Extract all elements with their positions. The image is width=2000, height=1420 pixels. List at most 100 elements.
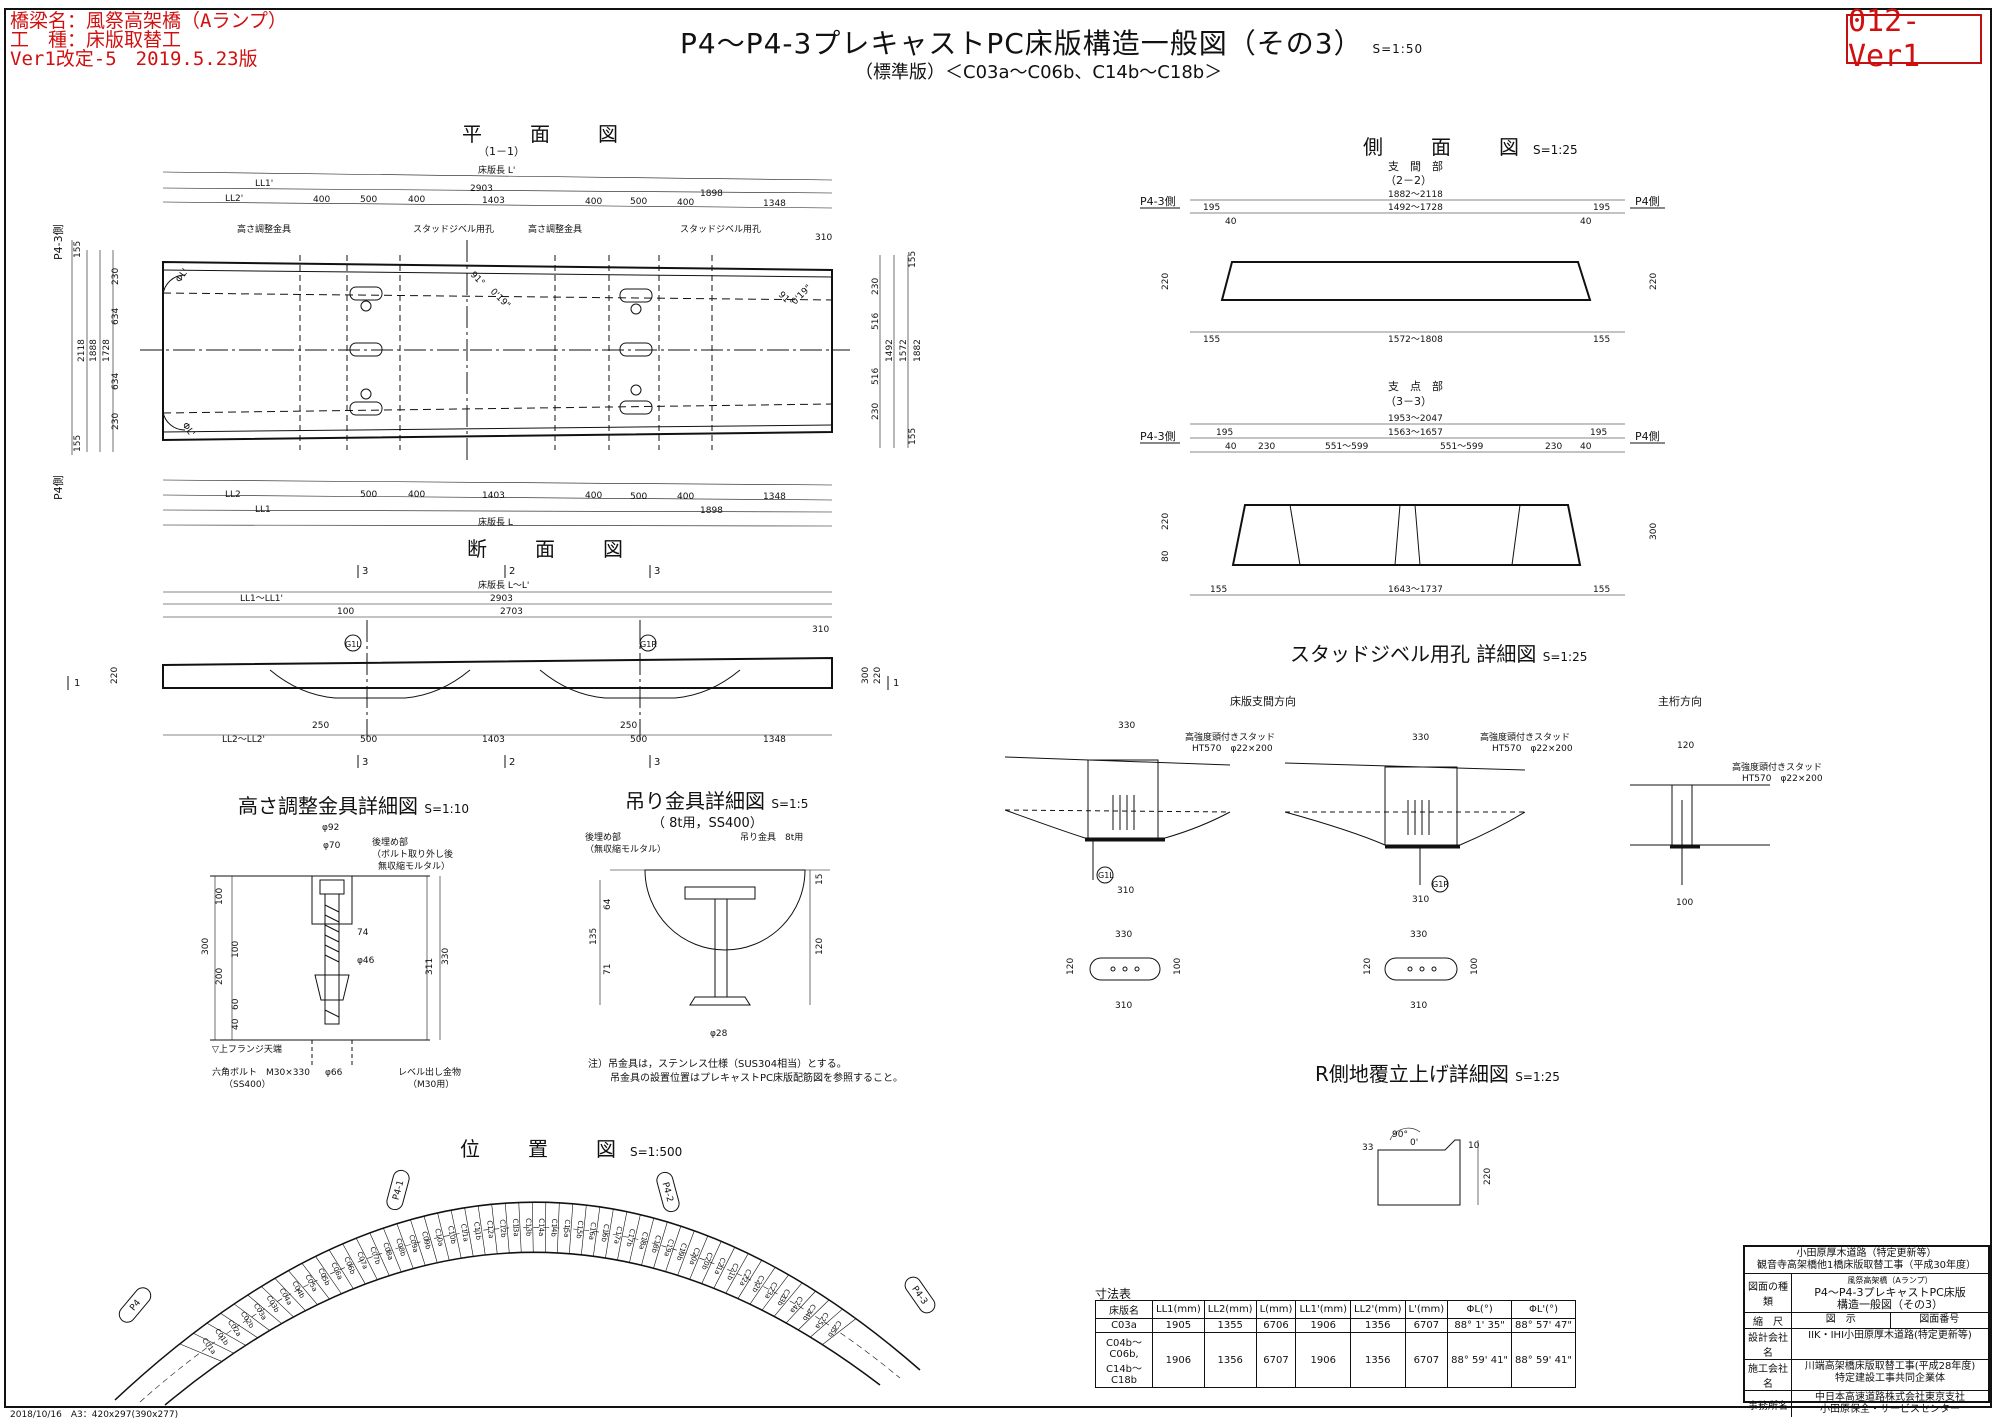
panel-divider — [822, 1318, 857, 1345]
cross-mark-top-left: 3 — [362, 566, 368, 577]
panel-divider — [247, 1294, 282, 1324]
bearing-section: （3－3） — [1385, 395, 1432, 408]
dim-table-header-row: 床版名 LL1(mm) LL2(mm) L(mm) LL1'(mm) LL2'(… — [1095, 1300, 1576, 1319]
bearing-dim-40a: 40 — [1225, 442, 1237, 452]
stud-detail-elev-2 — [1284, 762, 1526, 893]
plan-dim-400d: 400 — [677, 198, 694, 208]
panel-label: C24a — [788, 1295, 804, 1315]
stud-dot — [1122, 966, 1128, 972]
panel-divider — [810, 1308, 843, 1338]
plan-label-stud-2: スタッドジベル用孔 — [680, 224, 761, 235]
dim-cell: 1906 — [1295, 1332, 1351, 1388]
ramp-inner-edge — [164, 1251, 881, 1406]
dim-table-title: 寸法表 — [1095, 1287, 1132, 1301]
support-dim-195b: 195 — [1593, 203, 1610, 213]
plan-dim-right-230b: 230 — [871, 403, 881, 420]
r-detail-title: R側地覆立上げ詳細図 S=1:25 — [1315, 1058, 1560, 1087]
dim-cell: 1356 — [1203, 1332, 1257, 1388]
cross-height-right-a: 220 — [873, 667, 883, 684]
adj-dim-330: 330 — [441, 948, 451, 965]
dim-table-row: C03a 1905 1355 6706 1906 1356 6707 88° 1… — [1095, 1318, 1576, 1333]
plan-dim-ll1-top: LL1' — [255, 179, 273, 189]
bearing-dim-80: 80 — [1161, 550, 1171, 562]
title-block-project: 小田原厚木道路（特定更新等） 観音寺高架橋他1橋床版取替工事（平成30年度） — [1745, 1247, 1988, 1274]
office-line-1: 中日本高速道路株式会社東京支社 — [1815, 1392, 1965, 1403]
stud-detail-title: スタッドジベル用孔 詳細図 S=1:25 — [1290, 638, 1587, 667]
dim-cell: 1905 — [1152, 1318, 1205, 1333]
lift-detail-spec: （ 8t用，SS400） — [652, 816, 763, 831]
r-dim-angle: 90° — [1392, 1130, 1408, 1140]
adj-fill-zone — [311, 875, 353, 925]
r-detail-labels: 90° 0' 33 10 220 — [1362, 1130, 1493, 1185]
dim-table-header: LL1(mm) — [1152, 1300, 1205, 1319]
lift-fitting-drawing — [599, 869, 830, 1006]
drawing-frame — [4, 8, 1992, 1408]
bearing-left-side: P4-3側 — [1140, 430, 1176, 443]
panel-divider — [504, 1203, 510, 1254]
plan-view — [71, 171, 909, 527]
dim-table-header: LL1'(mm) — [1295, 1300, 1351, 1319]
plan-label-adjuster-2: 高さ調整金具 — [528, 223, 582, 235]
bearing-section-shape — [1231, 504, 1582, 566]
plan-dim-left-155a: 155 — [73, 241, 83, 258]
panel-divider — [531, 1202, 534, 1253]
office-label: 事務所名 — [1745, 1391, 1792, 1417]
adj-thread — [324, 944, 340, 953]
stud-hole-plan — [1089, 957, 1161, 981]
support-dim-bottom: 1572～1808 — [1388, 335, 1443, 345]
panel-divider — [328, 1249, 354, 1289]
stud-detail-labels: 330 310 330 310 120 100 高強度頭付きスタッド HT570… — [1066, 721, 1823, 1011]
dim-cell: 1356 — [1350, 1318, 1406, 1333]
stud-hole — [349, 401, 383, 416]
panel-label: C18a — [637, 1231, 649, 1250]
stud-g1l-label: G1L — [1098, 871, 1114, 880]
plan-dim-left-1888: 1888 — [89, 339, 99, 362]
pier-tag-shape — [904, 1276, 936, 1314]
panel-label: C12b — [498, 1219, 507, 1238]
cross-side-mark-left: 1 — [74, 678, 80, 689]
plan-dim-400g: 400 — [677, 492, 694, 502]
stud-plan-310a: 310 — [1115, 1001, 1132, 1011]
plan-dim-500c: 500 — [360, 490, 377, 500]
stud-spec-3: HT570 φ22×200 — [1742, 774, 1823, 784]
adj-dim-100b: 100 — [231, 941, 241, 958]
panel-label: C05b — [316, 1267, 331, 1287]
panel-label: C07b — [368, 1246, 382, 1266]
panel-divider — [641, 1217, 655, 1266]
title-block-office: 事務所名 中日本高速道路株式会社東京支社 小田原保全・サービスセンター — [1745, 1391, 1988, 1417]
adj-dim-74: 74 — [357, 928, 369, 938]
plan-dim-ll2-top: LL2' — [225, 194, 243, 204]
plan-dim-right-155a: 155 — [908, 251, 918, 268]
kind-line-3: 構造一般図（その3） — [1837, 1298, 1943, 1311]
cross-mark-bottom-left: 3 — [362, 757, 368, 768]
scale-value: 図 示 — [1792, 1313, 1891, 1328]
stud-dot — [1110, 966, 1116, 972]
dim-table-header: L(mm) — [1255, 1300, 1297, 1319]
plan-dim-left-634a: 634 — [111, 308, 121, 325]
plan-dim-line — [162, 509, 833, 513]
drawing-title-text: P4～P4-3プレキャストPC床版構造一般図（その3） — [680, 27, 1363, 60]
bearing-dim-155b: 155 — [1593, 585, 1610, 595]
panel-divider — [761, 1274, 789, 1311]
support-dim-40b: 40 — [1580, 217, 1592, 227]
stud-dot — [1419, 966, 1425, 972]
panel-divider — [773, 1282, 803, 1317]
bearing-rib — [1511, 504, 1521, 566]
adj-thread — [324, 954, 340, 963]
panel-divider — [369, 1232, 390, 1276]
dim-cell: 88° 57' 47" — [1511, 1318, 1576, 1333]
drawing-no-label: 図面番号 — [1919, 1314, 1960, 1325]
plan-view-section: （1－1） — [478, 145, 525, 158]
stud-dim-310b: 310 — [1412, 895, 1429, 905]
plan-inner-edge-top — [162, 269, 833, 278]
cross-dim-100: 100 — [337, 607, 354, 617]
plan-dim-left-230b: 230 — [111, 413, 121, 430]
plan-side-bottom: P4側 — [52, 475, 65, 500]
title-block-designer: 設計会社名 IIK・IHI小田原厚木道路(特定更新等) — [1745, 1329, 1988, 1360]
adj-label-fill2: （ボルト取り外し後 — [372, 848, 453, 860]
panel-label: C06b — [342, 1256, 357, 1276]
panel-divider — [396, 1223, 414, 1269]
adj-thread — [324, 934, 340, 943]
bearing-dim-bottom: 1643～1737 — [1388, 585, 1443, 595]
